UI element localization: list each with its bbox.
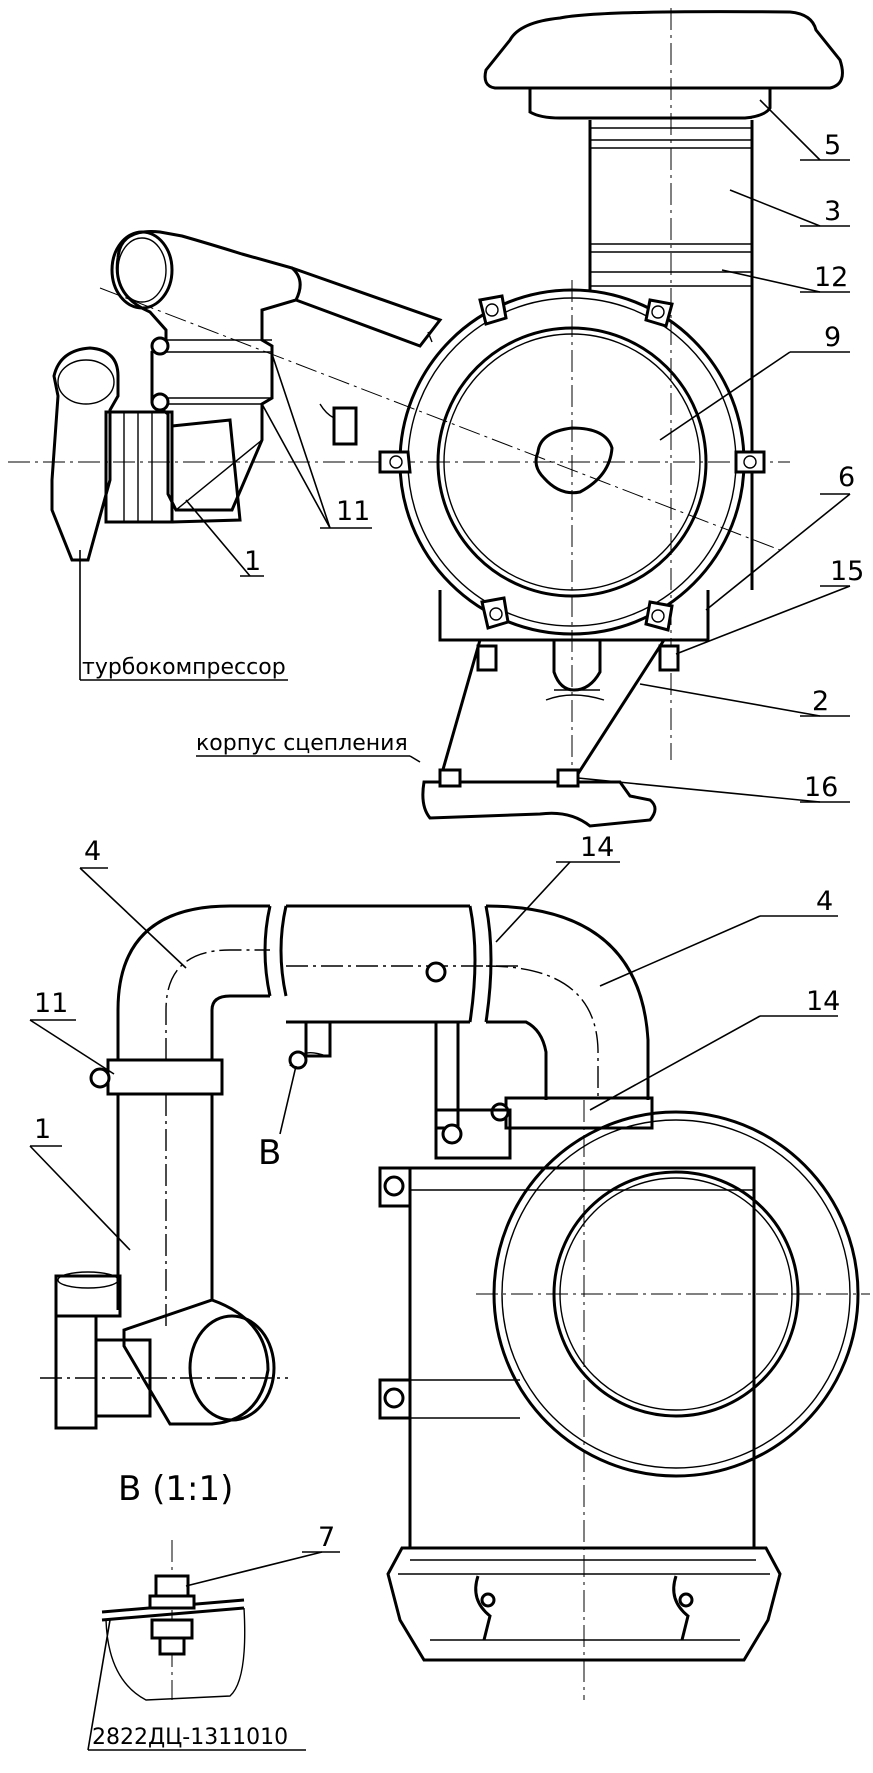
top-view <box>8 8 851 828</box>
callout-5: 5 <box>824 130 841 161</box>
callout-12: 12 <box>814 262 848 293</box>
label-turbocharger: турбокомпрессор <box>82 655 286 680</box>
callout-14-top: 14 <box>580 832 614 863</box>
lower-turbo <box>40 1271 288 1430</box>
air-intake-cap <box>483 10 844 120</box>
filter-housing <box>378 288 766 636</box>
callout-2: 2 <box>812 686 829 717</box>
callout-14-lower: 14 <box>806 986 840 1017</box>
callout-9: 9 <box>824 322 841 353</box>
clamp-right <box>734 450 766 474</box>
callout-4-right: 4 <box>816 886 833 917</box>
callout-16: 16 <box>804 772 838 803</box>
label-view-b-title: B (1:1) <box>118 1469 233 1509</box>
leaders-top <box>79 99 851 803</box>
callout-1-bottom: 1 <box>34 1114 51 1145</box>
label-view-b: B <box>258 1133 281 1173</box>
callout-15: 15 <box>830 556 864 587</box>
text-labels: турбокомпрессор корпус сцепления B B (1:… <box>82 655 408 1750</box>
detail-b <box>87 1540 340 1751</box>
clutch-housing <box>421 768 657 828</box>
support-bracket <box>438 590 710 781</box>
clamp-top-left <box>478 294 508 326</box>
clamp-left <box>378 450 412 474</box>
leaders-bottom <box>29 861 838 1251</box>
callout-11-bottom: 11 <box>34 988 68 1019</box>
turbocharger <box>50 346 242 562</box>
clamp-bottom-right <box>644 600 674 632</box>
callout-4-left: 4 <box>84 836 101 867</box>
upper-duct <box>110 230 443 512</box>
pipe-assembly <box>89 904 654 1330</box>
callout-3: 3 <box>824 196 841 227</box>
callouts-top: 5 3 12 9 6 15 2 16 11 1 <box>244 130 864 803</box>
clamp-bottom-left <box>480 596 510 630</box>
label-part-number: 2822ДЦ-1311010 <box>92 1725 288 1750</box>
callout-1: 1 <box>244 546 261 577</box>
filter-housing-side <box>378 1100 870 1700</box>
callout-11: 11 <box>336 496 370 527</box>
label-clutch-housing: корпус сцепления <box>196 731 408 756</box>
bottom-view <box>29 861 870 1751</box>
diagonal-axis <box>99 287 781 551</box>
callout-6: 6 <box>838 462 855 493</box>
callouts-bottom: 4 14 4 14 11 1 7 <box>34 832 840 1553</box>
clamp-top-right <box>644 298 674 328</box>
callout-7: 7 <box>318 1522 335 1553</box>
